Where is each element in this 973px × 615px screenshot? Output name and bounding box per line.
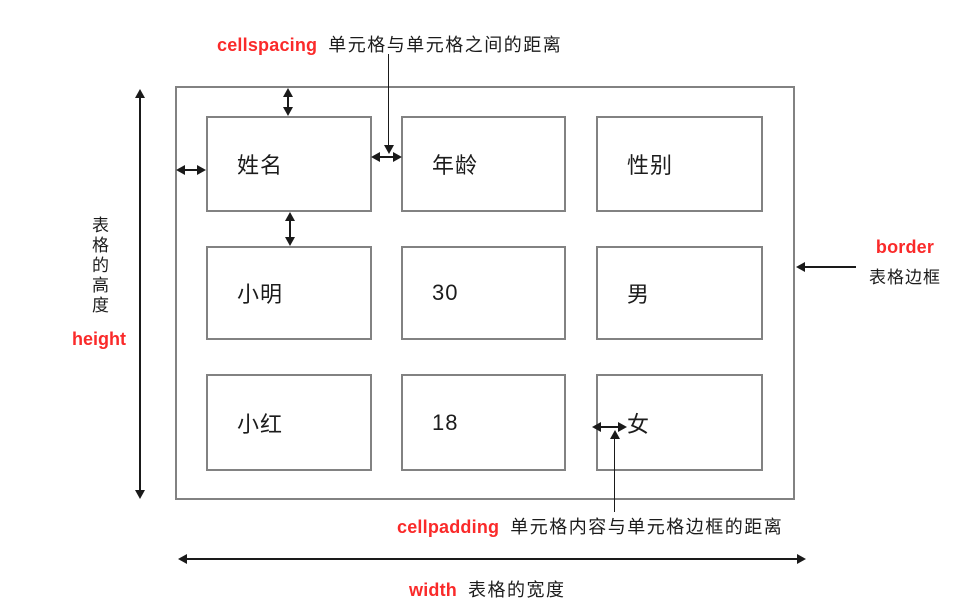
border-description: 表格边框	[869, 268, 941, 287]
border-label: border 表格边框	[858, 237, 952, 288]
cellpadding-leader-arrow-icon	[614, 432, 615, 512]
cell-text: 男	[627, 282, 651, 307]
width-keyword: width	[409, 580, 457, 600]
height-keyword: height	[72, 329, 126, 349]
table-cell-row1-age: 30	[401, 246, 566, 340]
cellpadding-keyword: cellpadding	[397, 517, 500, 537]
height-description: 表格的高度	[89, 216, 108, 316]
width-description: 表格的宽度	[468, 580, 566, 600]
table-cell-row1-gender: 男	[596, 246, 763, 340]
cell-text: 年龄	[432, 153, 479, 178]
cellpadding-description: 单元格内容与单元格边框的距离	[510, 517, 784, 537]
cellspacing-leader-arrow-icon	[388, 54, 389, 152]
cellspacing-top-gap-arrow-icon	[287, 90, 289, 114]
cellpadding-gap-arrow-icon	[594, 426, 625, 428]
cell-text: 18	[432, 409, 459, 435]
height-extent-arrow-icon	[139, 91, 141, 497]
cellspacing-keyword: cellspacing	[217, 35, 318, 55]
cellspacing-label: cellspacing 单元格与单元格之间的距离	[217, 31, 562, 57]
cell-text: 30	[432, 280, 459, 305]
cell-text: 小明	[237, 282, 284, 307]
width-extent-arrow-icon	[180, 558, 804, 560]
cellpadding-label: cellpadding 单元格内容与单元格边框的距离	[397, 513, 783, 539]
cell-text: 性别	[627, 153, 674, 178]
cell-text: 小红	[237, 411, 284, 437]
cell-text: 姓名	[237, 153, 284, 178]
table-cell-row2-age: 18	[401, 374, 566, 471]
cellspacing-row-gap-arrow-icon	[289, 214, 291, 244]
cellspacing-description: 单元格与单元格之间的距离	[328, 35, 563, 55]
table-cell-age-header: 年龄	[401, 116, 566, 212]
table-cell-name-header: 姓名	[206, 116, 372, 212]
width-label: width 表格的宽度	[409, 576, 566, 602]
cell-text: 女	[627, 411, 651, 437]
border-pointer-arrow-icon	[798, 266, 856, 268]
table-cell-row1-name: 小明	[206, 246, 372, 340]
cellspacing-column-gap-arrow-icon	[373, 156, 400, 158]
table-cell-row2-name: 小红	[206, 374, 372, 471]
cellspacing-left-gap-arrow-icon	[178, 169, 204, 171]
table-cell-gender-header: 性别	[596, 116, 763, 212]
border-keyword: border	[875, 237, 935, 257]
